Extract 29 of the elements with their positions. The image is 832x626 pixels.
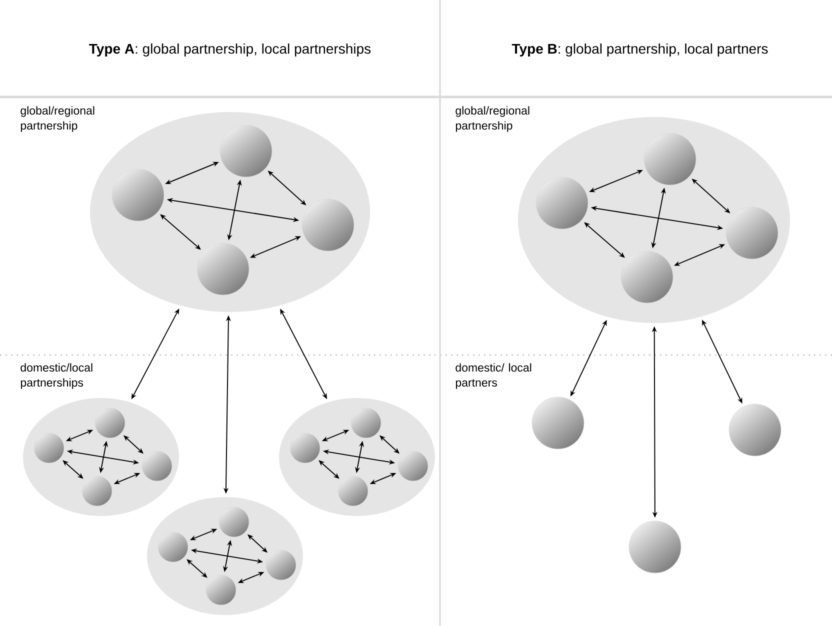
partner-circle [82, 476, 112, 506]
partner-circle [94, 408, 126, 438]
panel-title: Type B: global partnership, local partners [512, 43, 768, 57]
partner-circle [206, 574, 236, 606]
partner-circle [142, 450, 172, 482]
partner-circle [158, 532, 188, 562]
section-label: global/regional partnership [20, 106, 94, 132]
partner-circle [112, 168, 164, 222]
partner-circle [398, 450, 428, 482]
partner-circle [34, 432, 64, 464]
partner-circle [196, 242, 250, 296]
section-label: global/regional partnership [456, 106, 530, 132]
partner-circle [644, 132, 696, 186]
section-label: domestic/local partnerships [20, 363, 92, 389]
partner-circle [620, 250, 674, 304]
panel-title: Type A: global partnership, local partnerships [89, 43, 371, 57]
partner-circle [218, 506, 250, 538]
partner-circle [220, 124, 272, 178]
partner-circle [532, 396, 584, 450]
partner-circle [302, 198, 354, 252]
partner-circle [536, 176, 588, 230]
partner-circle [728, 404, 782, 456]
partner-circle [266, 550, 296, 580]
partner-circle [628, 520, 682, 574]
section-label: domestic/ local partners [456, 363, 532, 389]
partner-circle [290, 432, 320, 464]
partner-circle [726, 206, 778, 260]
partner-circle [338, 476, 368, 506]
partner-circle [350, 408, 382, 438]
